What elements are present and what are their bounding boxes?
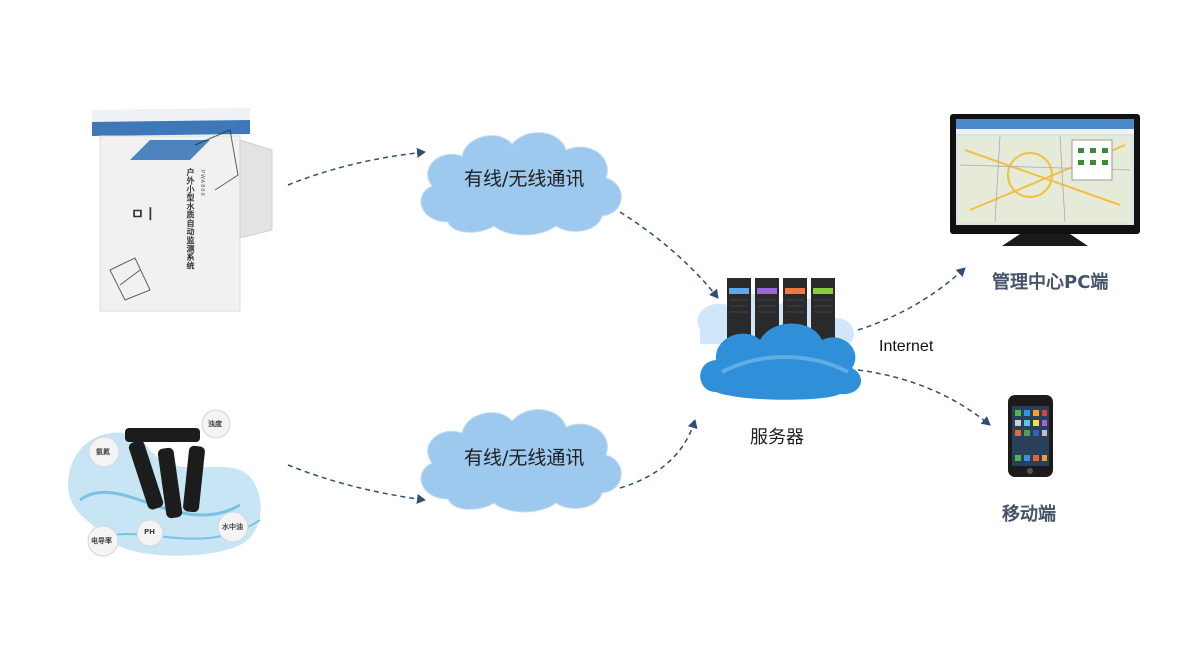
sensor-bubble-ph: PH [144,528,155,536]
cabinet-vertical-text: 户外小型水质自动监测系统 [186,168,195,270]
arrow-server-to-pc [857,267,966,331]
cabinet-front-mark: ㅁㅣ [131,207,157,223]
arrow-cloud-to-server-bottom [619,419,698,489]
cloud-bottom-label: 有线/无线通讯 [464,447,585,469]
sensor-bubble-turbidity: 浊度 [208,420,222,428]
mobile-label: 移动端 [1002,504,1056,525]
cabinet-model-text: PWA800 [199,170,205,197]
sensor-bubble-conductivity: 电导率 [91,537,112,545]
sensor-bubble-oil: 水中油 [222,523,243,531]
sensor-bubble-ammonia: 氨氮 [96,448,110,456]
cloud-top-label: 有线/无线通讯 [464,168,585,190]
arrow-cloud-to-server-top [619,211,719,299]
pc-label: 管理中心PC端 [992,272,1109,293]
server-label: 服务器 [750,427,804,448]
internet-label: Internet [879,338,934,355]
arrow-server-to-mobile [857,369,991,426]
